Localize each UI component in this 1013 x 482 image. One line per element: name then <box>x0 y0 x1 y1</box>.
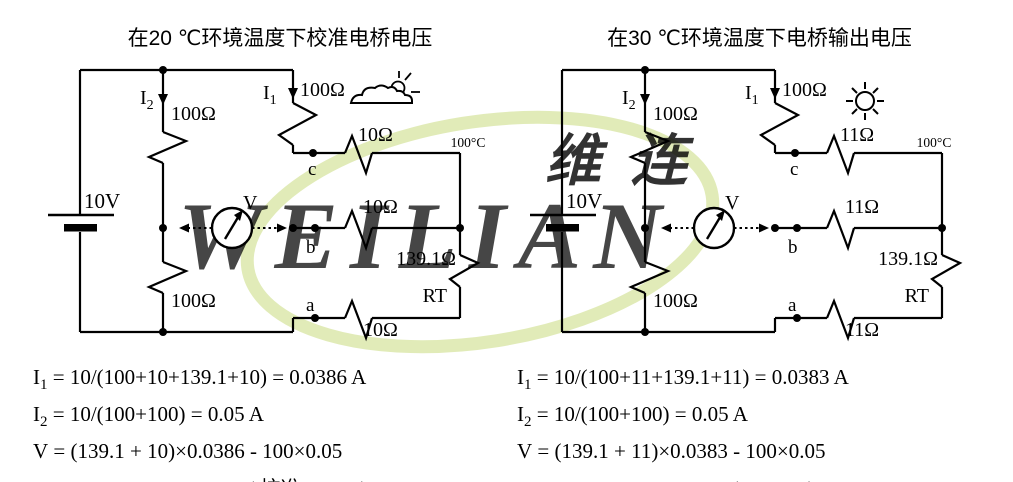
current-label-i1: I1 <box>263 82 277 108</box>
resistor-bridge-bottom <box>146 260 189 295</box>
cloud-behind-sun-icon <box>349 71 420 104</box>
equation-line: = 5.755 – 5 = 0.755 V ( 校准 100°C) <box>33 475 506 482</box>
equation-line: I1 = 10/(100+11+139.1+11) = 0.0383 A <box>517 365 849 394</box>
resistor-label-i1: 100Ω <box>782 79 827 101</box>
voltmeter-arrow-left <box>179 223 189 233</box>
resistor-label-node-a: 11Ω <box>845 319 879 341</box>
resistor-bridge-top <box>146 130 189 165</box>
resistor-label-node-b: 11Ω <box>845 196 879 218</box>
circuit-svg-right: 10V I2 I1 100Ω 100Ω 100Ω 11Ω 11Ω 11Ω 139… <box>530 66 963 342</box>
equations-left: I1 = 10/(100+10+139.1+10) = 0.0386 A I2 … <box>0 363 506 482</box>
junction-dots <box>641 66 946 336</box>
voltmeter-label: V <box>243 192 258 214</box>
voltmeter-label: V <box>725 192 740 214</box>
voltmeter-arrow-right <box>277 223 287 233</box>
resistor-label-bridge-top: 100Ω <box>653 103 698 125</box>
resistor-node-a <box>825 298 856 342</box>
battery-label: 10V <box>566 189 602 213</box>
panel-right: 在30 ℃环境温度下电桥输出电压 <box>506 0 1013 482</box>
current-arrow-i2 <box>640 94 650 105</box>
current-arrow-i1 <box>288 88 298 99</box>
watermark-cn-text: 维连 <box>545 131 717 193</box>
node-label-b: b <box>306 237 316 258</box>
resistor-label-node-c: 11Ω <box>840 124 874 146</box>
resistor-label-bridge-top: 100Ω <box>171 103 216 125</box>
node-label-a: a <box>306 295 315 316</box>
resistor-i1 <box>758 102 801 146</box>
current-arrow-i2 <box>158 94 168 105</box>
resistor-label-bridge-bottom: 100Ω <box>171 290 216 312</box>
resistor-bridge-bottom <box>628 260 671 295</box>
resistor-node-c <box>825 133 856 177</box>
watermark-swoosh <box>240 110 720 354</box>
battery-label: 10V <box>84 189 120 213</box>
node-label-c: c <box>308 159 316 180</box>
resistor-label-bridge-bottom: 100Ω <box>653 290 698 312</box>
equation-line: I2 = 10/(100+100) = 0.05 A <box>33 402 264 431</box>
equation-line: = 5.749 – 5 = 0.749 V (99.13°C) <box>517 475 1013 482</box>
rt-name-label: RT <box>905 285 929 307</box>
wires <box>560 68 944 334</box>
rt-value-label: 139.1Ω <box>396 248 456 270</box>
resistor-bridge-top <box>628 130 671 165</box>
equation-line: V = (139.1 + 11)×0.0383 - 100×0.05 <box>517 439 826 464</box>
equation-line: V = (139.1 + 10)×0.0386 - 100×0.05 <box>33 439 343 464</box>
voltmeter-needle-tip <box>234 210 243 221</box>
panel-left: 在20 ℃环境温度下校准电桥电压 <box>0 0 506 482</box>
node-label-a: a <box>788 295 797 316</box>
resistor-rt <box>448 253 481 288</box>
node-label-c: c <box>790 159 798 180</box>
temp-label: 100°C <box>451 135 486 150</box>
equations-right: I1 = 10/(100+11+139.1+11) = 0.0383 A I2 … <box>506 363 1013 482</box>
rt-name-label: RT <box>423 285 447 307</box>
equation-line: I2 = 10/(100+100) = 0.05 A <box>517 402 748 431</box>
watermark-en-text: WEILIAN <box>178 183 674 289</box>
resistor-label-node-b: 10Ω <box>363 196 398 218</box>
current-label-i1: I1 <box>745 82 759 108</box>
temp-label: 100°C <box>917 135 952 150</box>
panel-title-left: 在20 ℃环境温度下校准电桥电压 <box>127 27 433 50</box>
current-label-i2: I2 <box>140 87 154 113</box>
resistor-label-i1: 100Ω <box>300 79 345 101</box>
resistor-node-a <box>343 298 374 342</box>
resistor-label-node-a: 10Ω <box>363 319 398 341</box>
voltmeter-arrow-right <box>759 223 769 233</box>
current-arrow-i1 <box>770 88 780 99</box>
panel-title-right: 在30 ℃环境温度下电桥输出电压 <box>607 27 912 50</box>
voltmeter-icon <box>179 206 287 250</box>
voltmeter-arrow-left <box>661 223 671 233</box>
junction-dots <box>159 66 464 336</box>
rt-value-label: 139.1Ω <box>878 248 938 270</box>
battery-icon <box>530 213 596 232</box>
battery-icon <box>48 213 114 232</box>
equation-line: I1 = 10/(100+10+139.1+10) = 0.0386 A <box>33 365 367 394</box>
resistor-node-b <box>343 208 374 252</box>
sun-icon <box>846 82 884 120</box>
voltmeter-icon <box>661 206 769 250</box>
node-label-b: b <box>788 237 798 258</box>
resistor-rt <box>930 253 963 288</box>
circuit-svg-left: 10V I2 I1 100Ω 100Ω 100Ω 10Ω 10Ω 10Ω 139… <box>48 66 486 342</box>
resistor-node-b <box>825 208 856 252</box>
voltmeter-needle-tip <box>716 210 725 221</box>
current-label-i2: I2 <box>622 87 636 113</box>
resistor-i1 <box>276 102 319 146</box>
resistor-label-node-c: 10Ω <box>358 124 393 146</box>
wires <box>78 68 462 334</box>
resistor-node-c <box>343 133 374 177</box>
